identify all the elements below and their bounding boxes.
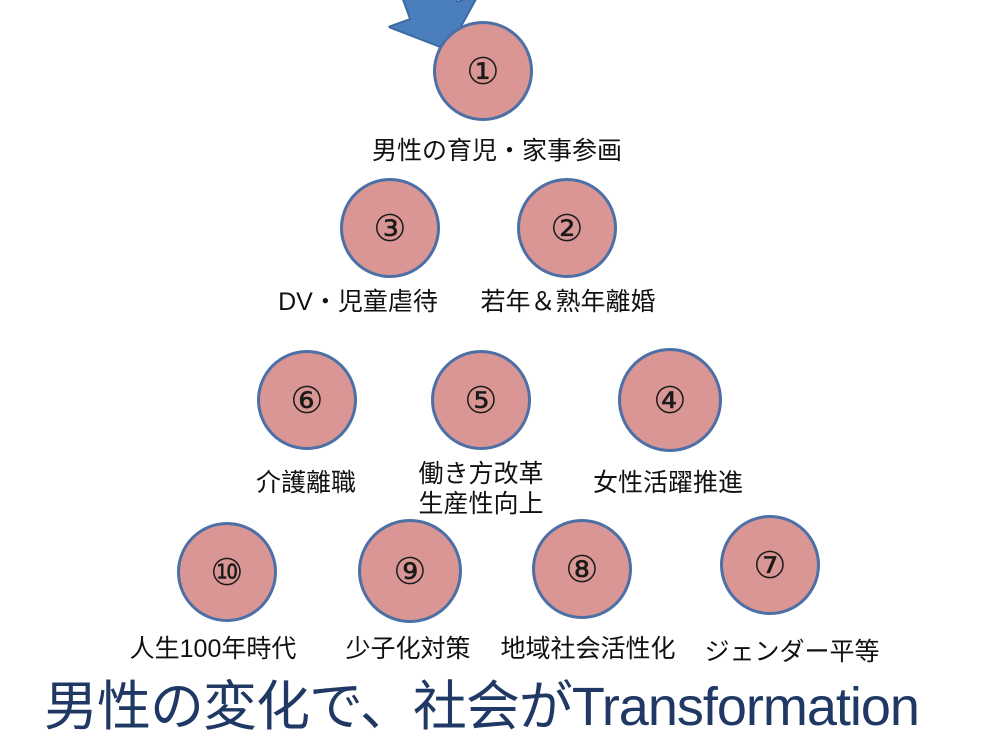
circle-label-8: 地域社会活性化 bbox=[500, 635, 676, 663]
circle-node-2: ② bbox=[517, 178, 617, 278]
circle-node-7: ⑦ bbox=[720, 515, 820, 615]
circle-number-6: ⑥ bbox=[290, 378, 324, 422]
circle-number-1: ① bbox=[466, 49, 500, 93]
circle-number-5: ⑤ bbox=[464, 378, 498, 422]
circle-node-5: ⑤ bbox=[431, 350, 531, 450]
circle-label-1: 男性の育児・家事参画 bbox=[371, 137, 623, 165]
circle-node-9: ⑨ bbox=[358, 519, 462, 623]
circle-number-4: ④ bbox=[653, 378, 687, 422]
circle-node-10: ⑩ bbox=[177, 522, 277, 622]
down-arrow-icon bbox=[357, 0, 493, 66]
circle-node-6: ⑥ bbox=[257, 350, 357, 450]
circle-label-7: ジェンダー平等 bbox=[704, 638, 880, 666]
circle-node-1: ① bbox=[433, 21, 533, 121]
circle-label-10: 人生100年時代 bbox=[129, 635, 297, 663]
circle-number-3: ③ bbox=[373, 206, 407, 250]
circle-label-9: 少子化対策 bbox=[345, 635, 471, 663]
page-title: 男性の変化で、社会がTransformation bbox=[44, 677, 920, 737]
circle-label-6: 介護離職 bbox=[255, 469, 357, 497]
circle-number-10: ⑩ bbox=[210, 550, 244, 594]
circle-number-9: ⑨ bbox=[393, 549, 427, 593]
circle-label-4: 女性活躍推進 bbox=[592, 469, 744, 497]
circle-number-2: ② bbox=[550, 206, 584, 250]
circle-number-8: ⑧ bbox=[565, 547, 599, 591]
circle-node-4: ④ bbox=[618, 348, 722, 452]
down-arrow-svg bbox=[377, 0, 480, 51]
circle-label-2: 若年＆熟年離婚 bbox=[480, 288, 656, 316]
circle-label-3: DV・児童虐待 bbox=[278, 288, 438, 316]
circle-node-3: ③ bbox=[340, 178, 440, 278]
circle-number-7: ⑦ bbox=[753, 543, 787, 587]
circle-node-8: ⑧ bbox=[532, 519, 632, 619]
circle-label-5: 働き方改革 生産性向上 bbox=[418, 460, 544, 518]
